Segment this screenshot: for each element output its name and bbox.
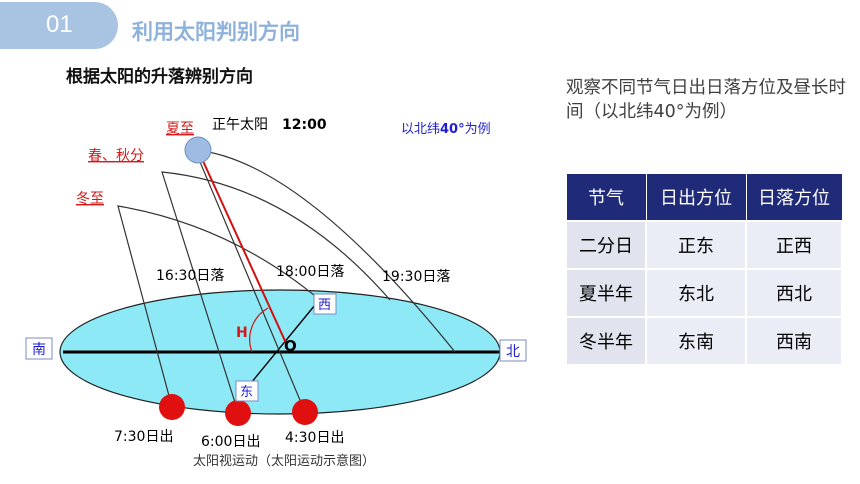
latitude-note: 以北纬40°为例 xyxy=(401,122,491,137)
table-cell: 正西 xyxy=(745,220,843,270)
south-box xyxy=(25,337,53,360)
diagram-subtitle: 根据太阳的升落辨别方向 xyxy=(66,67,253,87)
table-row: 二分日 正东 正西 xyxy=(565,220,843,270)
table-header-row: 节气 日出方位 日落方位 xyxy=(565,173,843,222)
section-number-badge: 01 xyxy=(0,2,118,49)
sunset-equinox-label: 18:00日落 xyxy=(276,264,344,280)
equinox-label: 春、秋分 xyxy=(88,148,144,164)
table-row: 冬半年 东南 西南 xyxy=(565,316,843,366)
table-cell: 夏半年 xyxy=(565,268,647,318)
section-title: 利用太阳判别方向 xyxy=(132,20,300,44)
east-label: 东 xyxy=(240,385,253,400)
sunrise-summer-label: 4:30日出 xyxy=(285,430,344,446)
noon-label: 正午太阳 xyxy=(212,117,268,133)
table-cell: 东南 xyxy=(645,316,747,366)
center-label: O xyxy=(284,337,297,355)
sunrise-sun-summer xyxy=(292,399,318,425)
winter-solstice-path xyxy=(117,205,321,408)
angle-label: H xyxy=(236,325,248,341)
observation-note: 观察不同节气日出日落方位及昼长时间（以北纬40°为例） xyxy=(566,78,846,122)
diagram-caption: 太阳视运动（太阳运动示意图） xyxy=(193,453,375,469)
summer-solstice-path xyxy=(194,149,456,413)
west-box xyxy=(313,293,337,315)
table-cell: 正东 xyxy=(645,220,747,270)
noon-time: 12:00 xyxy=(282,117,327,133)
sunrise-sun-winter xyxy=(159,394,185,420)
table-cell: 二分日 xyxy=(565,220,647,270)
east-box xyxy=(235,380,259,402)
table-header: 日落方位 xyxy=(745,173,843,222)
noon-sun xyxy=(184,136,212,164)
south-label: 南 xyxy=(32,342,46,358)
north-label: 北 xyxy=(506,344,520,360)
table-row: 夏半年 东北 西北 xyxy=(565,268,843,318)
equinox-path xyxy=(161,171,391,413)
sunrise-winter-label: 7:30日出 xyxy=(114,429,173,445)
section-number: 01 xyxy=(46,11,73,38)
noon-sun-ray xyxy=(197,149,287,344)
table-cell: 东北 xyxy=(645,268,747,318)
north-box xyxy=(499,339,527,362)
table-header: 节气 xyxy=(565,173,647,222)
sunset-summer-label: 19:30日落 xyxy=(382,269,450,285)
table-cell: 西南 xyxy=(745,316,843,366)
winter-solstice-label: 冬至 xyxy=(76,191,104,207)
sunrise-sun-equinox xyxy=(225,400,251,426)
table-header: 日出方位 xyxy=(645,173,747,222)
table-cell: 冬半年 xyxy=(565,316,647,366)
sunset-winter-label: 16:30日落 xyxy=(156,268,224,284)
sunrise-equinox-label: 6:00日出 xyxy=(201,434,260,450)
altitude-angle-arc xyxy=(249,307,269,353)
west-label: 西 xyxy=(318,298,331,313)
table-cell: 西北 xyxy=(745,268,843,318)
sunrise-sunset-table: 节气 日出方位 日落方位 二分日 正东 正西 夏半年 东北 西北 冬半年 东南 … xyxy=(565,173,843,366)
summer-solstice-label: 夏至 xyxy=(166,121,194,137)
